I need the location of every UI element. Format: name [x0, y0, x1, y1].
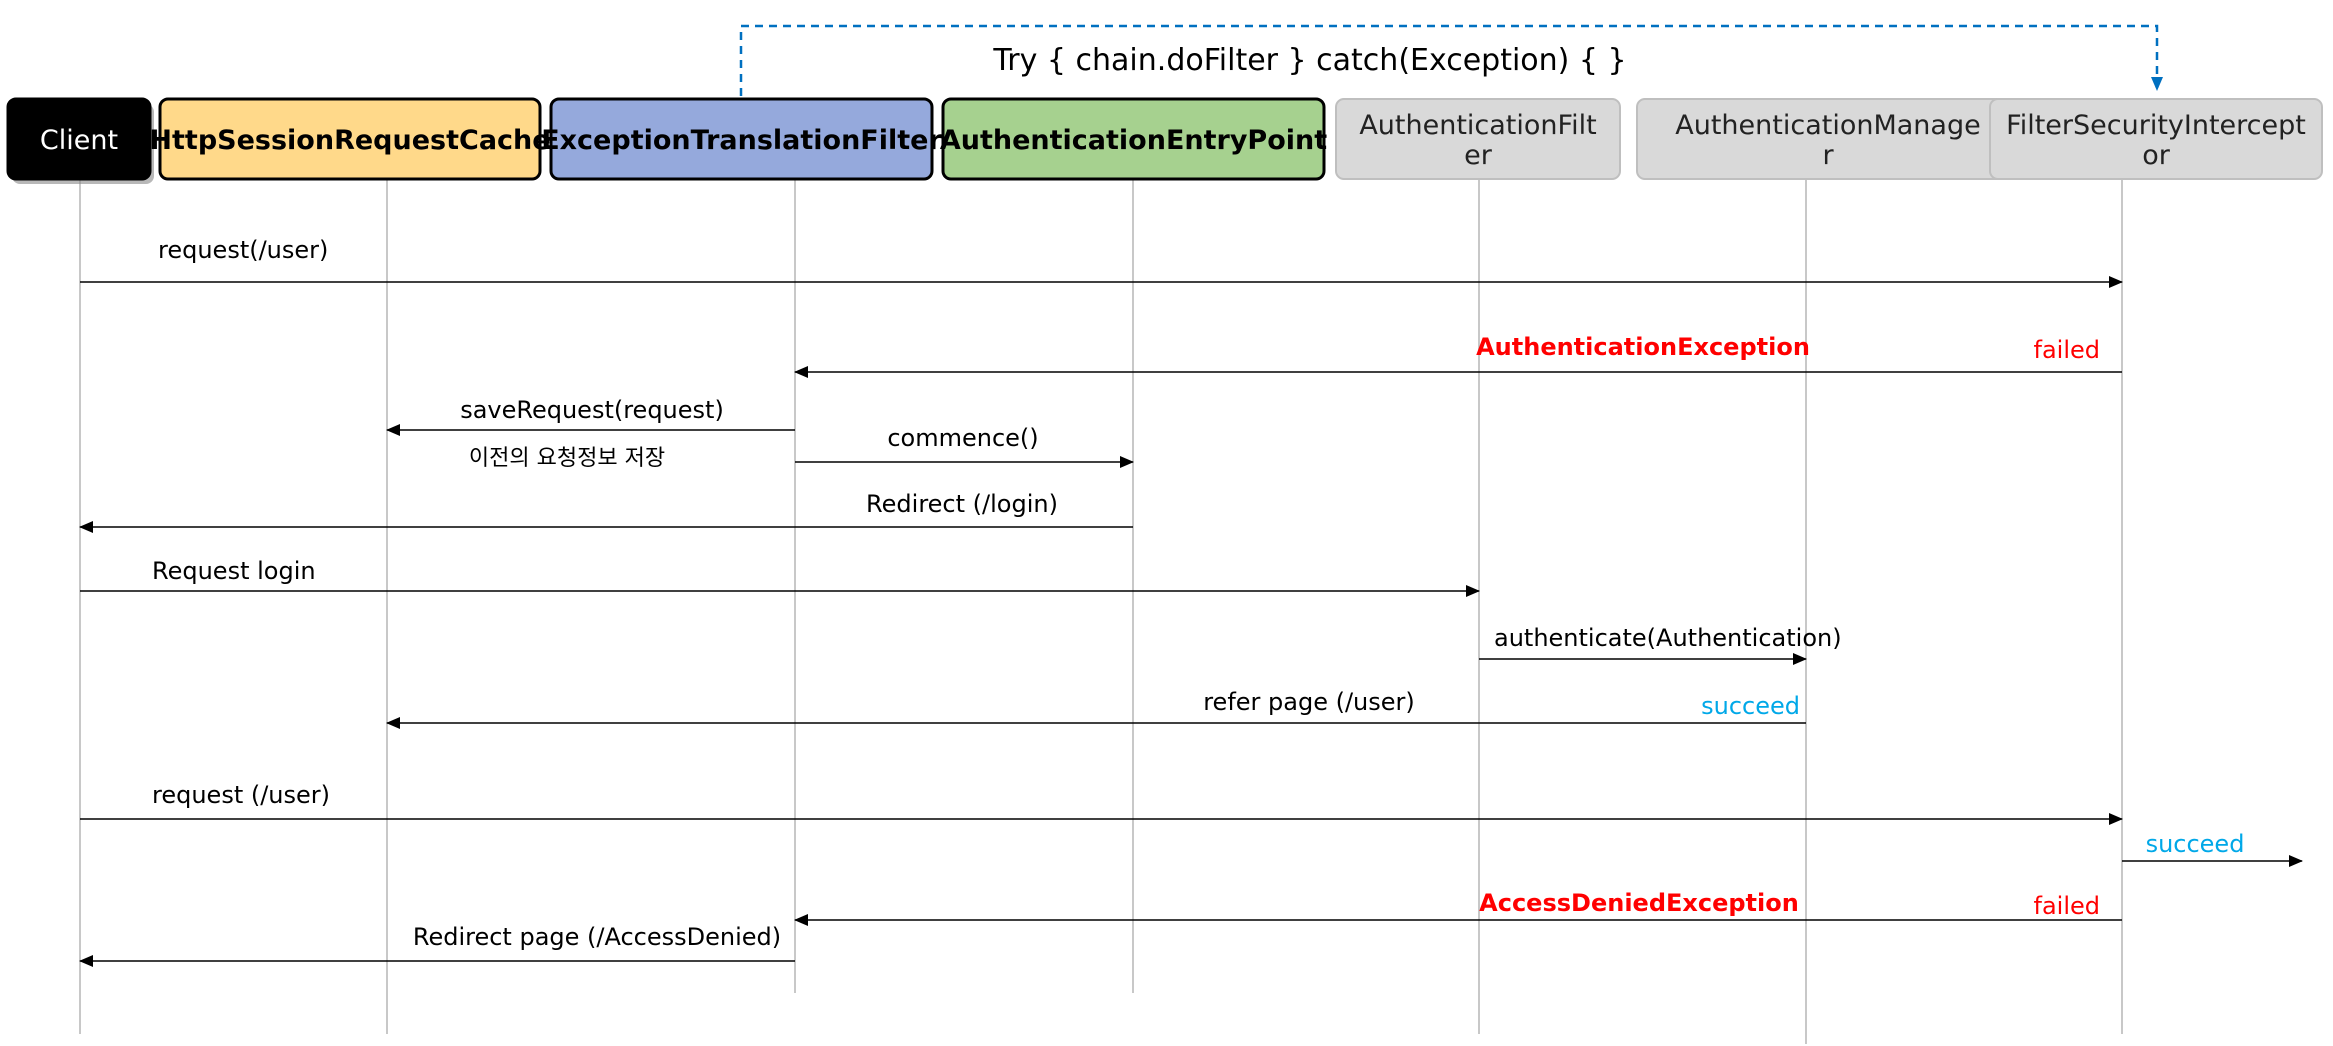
message-label: authenticate(Authentication) [1494, 624, 1842, 652]
message-3: saveRequest(request) 이전의 요청정보 저장 [386, 396, 795, 471]
message-5: Redirect (/login) [79, 490, 1133, 533]
message-6: Request login [80, 557, 1480, 597]
message-7: authenticate(Authentication) [1479, 624, 1842, 665]
participant-exceptiontranslationfilter: ExceptionTranslationFilter [541, 97, 942, 181]
message-status-label: succeed [1701, 692, 1800, 720]
message-2: AuthenticationException failed [794, 333, 2122, 378]
participant-httpsessionrequestcache: HttpSessionRequestCache [149, 97, 551, 181]
message-label: Redirect (/login) [866, 490, 1058, 518]
participant-label: ExceptionTranslationFilter [541, 125, 942, 156]
try-catch-bracket [739, 24, 2163, 96]
message-status-label: failed [2034, 892, 2101, 920]
participant-label: AuthenticationManage [1675, 110, 1980, 141]
participant-label: er [1464, 140, 1493, 171]
message-label: request (/user) [152, 781, 330, 809]
participant-label: AuthenticationEntryPoint [940, 125, 1327, 156]
message-label: AccessDeniedException [1479, 889, 1799, 917]
participant-label: r [1822, 140, 1834, 171]
diagram-title: Try { chain.doFilter } catch(Exception) … [992, 43, 1626, 78]
message-8: refer page (/user) succeed [386, 688, 1806, 729]
participant-label: or [2142, 140, 2171, 171]
message-label: refer page (/user) [1203, 688, 1415, 716]
message-label: Redirect page (/AccessDenied) [413, 923, 781, 951]
participant-label: FilterSecurityIntercept [2006, 110, 2306, 141]
participant-label: AuthenticationFilt [1359, 110, 1596, 141]
message-12: Redirect page (/AccessDenied) [79, 923, 795, 967]
message-status-label: failed [2034, 336, 2101, 364]
message-label: Request login [152, 557, 316, 585]
message-4: commence() [795, 424, 1134, 468]
message-9: request (/user) [80, 781, 2123, 825]
message-label: succeed [2146, 830, 2245, 858]
message-11: AccessDeniedException failed [794, 889, 2122, 926]
participant-label: Client [40, 125, 118, 156]
participant-client: Client [6, 97, 154, 184]
message-1: request(/user) [80, 236, 2123, 288]
message-label: request(/user) [158, 236, 328, 264]
message-label: commence() [887, 424, 1038, 452]
participant-authenticationentrypoint: AuthenticationEntryPoint [940, 97, 1327, 181]
message-sub-label: 이전의 요청정보 저장 [469, 446, 665, 471]
message-label: saveRequest(request) [460, 396, 724, 424]
message-10: succeed [2122, 830, 2303, 867]
participant-label: HttpSessionRequestCache [149, 125, 550, 156]
message-label: AuthenticationException [1476, 333, 1810, 361]
